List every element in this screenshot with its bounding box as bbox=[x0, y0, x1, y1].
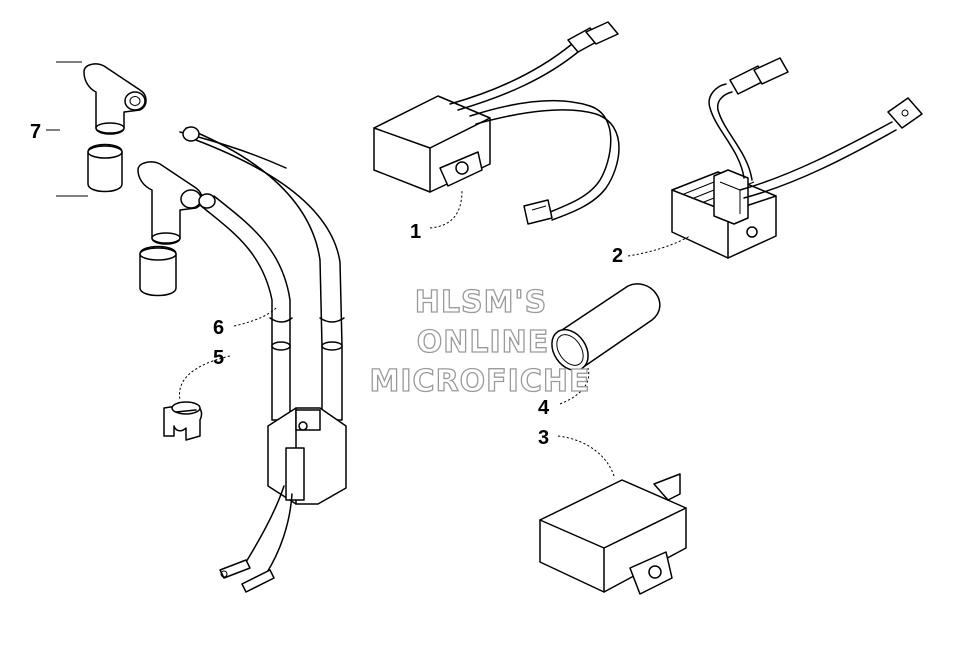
leader-lines bbox=[46, 61, 691, 477]
callout-3: 3 bbox=[538, 427, 549, 449]
part-4-sleeve bbox=[551, 283, 661, 372]
part-6-ignition-coil bbox=[179, 126, 347, 593]
part-1-cdi-module bbox=[373, 21, 620, 225]
callout-5: 5 bbox=[213, 347, 224, 369]
callout-1: 1 bbox=[410, 221, 421, 243]
part-3-control-module bbox=[539, 473, 687, 595]
part-5-clamp bbox=[163, 401, 203, 441]
watermark-line-1: HLSM'S bbox=[415, 285, 547, 320]
watermark-line-3: MICROFICHE bbox=[370, 364, 591, 399]
watermark-line-2: ONLINE bbox=[417, 325, 550, 360]
callout-2: 2 bbox=[612, 245, 623, 267]
callout-numbers: 7 1 2 6 5 4 3 bbox=[30, 121, 623, 449]
watermark: HLSM'S ONLINE MICROFICHE bbox=[369, 284, 591, 399]
part-2-voltage-regulator bbox=[671, 57, 923, 259]
part-7-spark-plug-caps bbox=[83, 63, 203, 297]
callout-7: 7 bbox=[30, 121, 41, 143]
callout-4: 4 bbox=[538, 397, 550, 419]
callout-6: 6 bbox=[213, 317, 224, 339]
